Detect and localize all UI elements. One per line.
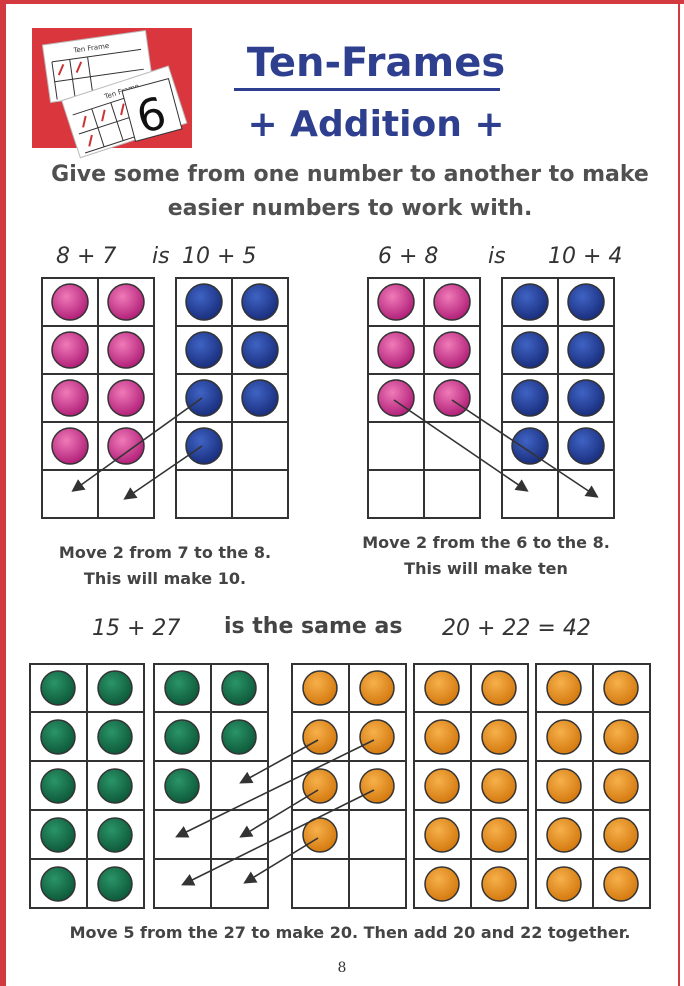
move-arrow	[178, 740, 374, 836]
frame-7	[292, 664, 406, 908]
frame-8	[414, 664, 528, 908]
frame-5	[30, 664, 144, 908]
example3-caption: Move 5 from the 27 to make 20. Then add …	[40, 920, 660, 946]
move-arrow	[184, 790, 374, 884]
page-number: 8	[0, 960, 684, 976]
frame-9	[536, 664, 650, 908]
